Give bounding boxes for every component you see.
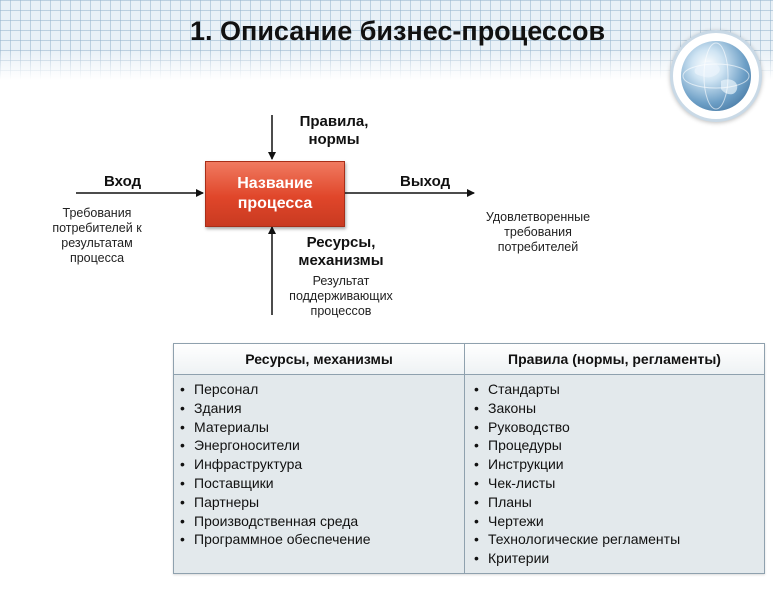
process-name: Название процесса <box>237 175 313 212</box>
input-label: Вход <box>104 173 142 190</box>
list-item: •Стандарты <box>474 381 560 397</box>
table-header-rules: Правила (нормы, регламенты) <box>508 351 721 367</box>
header-banner <box>0 0 773 80</box>
input-description: Требования потребителей к результатам пр… <box>52 206 142 265</box>
mechanism-description: Результат поддерживающих процессов <box>289 274 393 318</box>
globe-icon <box>681 41 751 111</box>
list-item: •Законы <box>474 399 537 416</box>
list-item: •Энергоносители <box>180 437 300 454</box>
list-item: •Технологические регламенты <box>474 531 681 548</box>
control-label: Правила, нормы <box>299 113 369 148</box>
list-item: •Планы <box>474 493 532 510</box>
list-item: •Производственная среда <box>180 512 359 529</box>
list-item: •Чек-листы <box>474 474 556 491</box>
resources-rules-table: Ресурсы, механизмы Правила (нормы, регла… <box>173 343 765 574</box>
process-box: Название процесса <box>205 161 345 227</box>
rules-list: •Стандарты •Законы •Руководство •Процеду… <box>470 380 680 568</box>
list-item: •Материалы <box>180 418 269 435</box>
page-title: 1. Описание бизнес-процессов <box>190 16 606 46</box>
column-divider <box>464 344 465 573</box>
globe-logo <box>670 30 762 122</box>
output-description: Удовлетворенные требования потребителей <box>485 210 591 254</box>
list-item: •Руководство <box>474 418 570 435</box>
list-item: •Партнеры <box>180 493 260 510</box>
table-header-row: Ресурсы, механизмы Правила (нормы, регла… <box>174 344 764 375</box>
list-item: •Инфраструктура <box>180 456 303 473</box>
list-item: •Чертежи <box>474 512 544 529</box>
process-diagram: Название процесса Вход Требования потреб… <box>52 113 591 318</box>
diagram-arrows <box>76 115 475 315</box>
output-label: Выход <box>400 173 451 190</box>
list-item: •Поставщики <box>180 474 274 491</box>
list-item: •Процедуры <box>474 437 562 454</box>
list-item: •Персонал <box>180 381 259 397</box>
list-item: •Инструкции <box>474 456 564 473</box>
table-header-resources: Ресурсы, механизмы <box>245 351 393 367</box>
mechanism-label: Ресурсы, механизмы <box>298 234 384 269</box>
resources-list: •Персонал •Здания •Материалы •Энергоноси… <box>176 380 371 549</box>
list-item: •Критерии <box>474 550 550 567</box>
list-item: •Программное обеспечение <box>180 531 371 548</box>
list-item: •Здания <box>180 399 242 416</box>
